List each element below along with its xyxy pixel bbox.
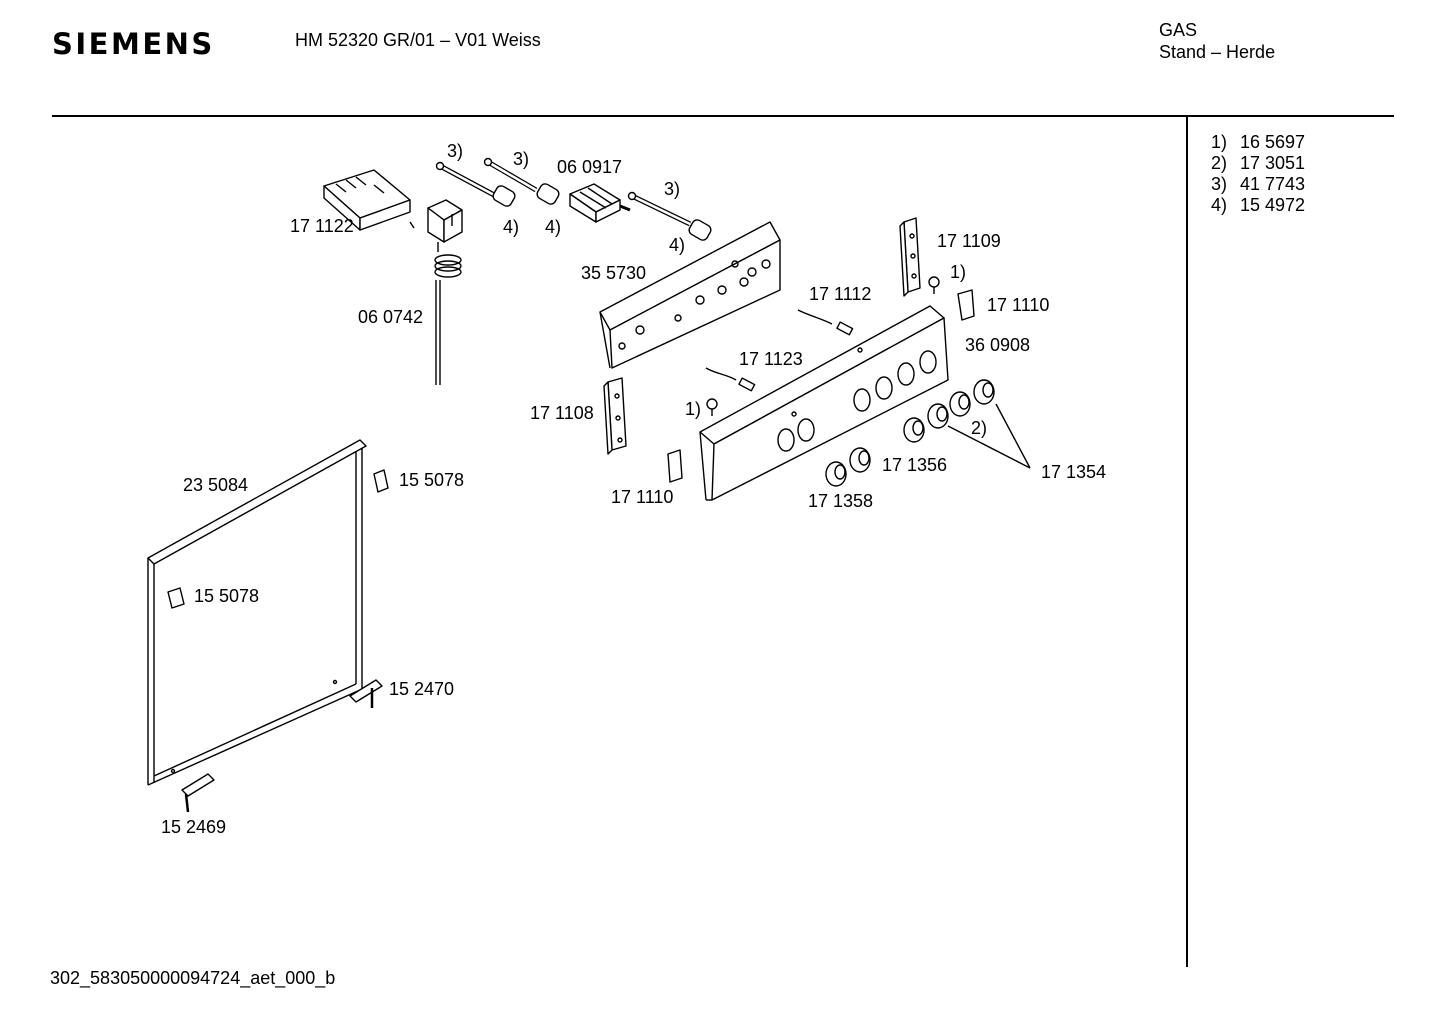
marker-1-a: 1) [950, 262, 967, 282]
legend-row: 3) 41 7743 [1211, 174, 1305, 195]
callout-171358: 17 1358 [808, 491, 874, 511]
terminal-block-drawing [323, 169, 415, 231]
legend-part-number: 17 3051 [1240, 153, 1306, 173]
legend-part-number: 16 5697 [1240, 132, 1306, 152]
legend-row: 4) 15 4972 [1211, 195, 1305, 216]
knob-drawings [825, 379, 1031, 487]
marker-2: 2) [971, 418, 988, 438]
callout-171354: 17 1354 [1041, 462, 1107, 482]
legend-marker: 2) [1211, 153, 1228, 173]
ignition-lead-drawings [705, 309, 854, 392]
callout-155078-left: 15 5078 [194, 586, 260, 606]
bracket-drawings [603, 217, 921, 455]
callout-171122: 17 1122 [290, 216, 354, 236]
legend-row: 2) 17 3051 [1211, 153, 1305, 174]
callout-155078-right: 15 5078 [399, 470, 465, 490]
clip-drawings [667, 289, 975, 483]
valve-panel-drawing [599, 221, 781, 369]
small-parts-drawing [167, 469, 389, 813]
legend-part-number: 15 4972 [1240, 195, 1306, 215]
legend-marker: 3) [1211, 174, 1228, 194]
callout-171109: 17 1109 [937, 231, 1001, 251]
ignition-switch-drawing [569, 183, 631, 223]
callout-152469: 15 2469 [161, 817, 227, 837]
callout-171110-top: 17 1110 [987, 295, 1050, 315]
siemens-logo: SIEMENS [52, 27, 215, 61]
legend-marker: 4) [1211, 195, 1228, 215]
callout-355730: 35 5730 [581, 263, 647, 283]
callout-171110-bottom: 17 1110 [611, 487, 674, 507]
legend-marker: 1) [1211, 132, 1228, 152]
screw-drawings [706, 276, 940, 416]
marker-4-c: 4) [669, 235, 686, 255]
legend-part-number: 41 7743 [1240, 174, 1306, 194]
gas-valve-drawings [435, 157, 712, 241]
callout-171123: 17 1123 [739, 349, 803, 369]
header-divider [52, 115, 1394, 117]
callout-152470: 15 2470 [389, 679, 455, 699]
callout-060917: 06 0917 [557, 157, 623, 177]
control-fascia-drawing [699, 305, 949, 501]
thermostat-drawing [427, 199, 463, 385]
marker-4-b: 4) [545, 217, 562, 237]
marker-1-b: 1) [685, 399, 702, 419]
door-frame-drawing [147, 439, 367, 786]
marker-3-c: 3) [664, 179, 681, 199]
model-title: HM 52320 GR/01 – V01 Weiss [295, 30, 541, 50]
callout-171108: 17 1108 [530, 403, 594, 423]
callout-171356: 17 1356 [882, 455, 948, 475]
legend-divider [1186, 115, 1188, 967]
marker-3-b: 3) [513, 149, 530, 169]
callout-360908: 36 0908 [965, 335, 1031, 355]
marker-4-a: 4) [503, 217, 520, 237]
category-gas: GAS [1159, 20, 1198, 40]
legend-row: 1) 16 5697 [1211, 132, 1305, 153]
marker-3-a: 3) [447, 141, 464, 161]
callout-235084: 23 5084 [183, 475, 249, 495]
category-stand-herde: Stand – Herde [1159, 42, 1276, 62]
callout-171112: 17 1112 [809, 284, 872, 304]
parts-legend: 1) 16 5697 2) 17 3051 3) 41 7743 4) 15 4972 [1211, 132, 1305, 216]
document-code: 302_583050000094724_aet_000_b [50, 968, 336, 988]
callout-060742: 06 0742 [358, 307, 424, 327]
